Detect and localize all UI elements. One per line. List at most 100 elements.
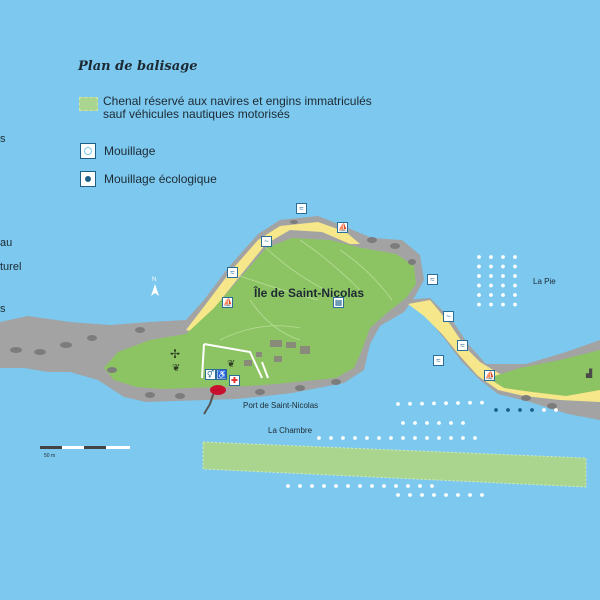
legend-mooring-eco-swatch — [80, 171, 96, 187]
mooring-buoy — [334, 484, 338, 488]
mooring-buoy — [513, 274, 517, 278]
place-port: Port de Saint-Nicolas — [243, 401, 319, 410]
mooring-buoy — [401, 421, 405, 425]
left-fragment-3: turel — [0, 261, 22, 273]
mooring-buoy — [477, 274, 481, 278]
mooring-buoy — [396, 402, 400, 406]
mooring-buoy — [444, 401, 448, 406]
picnic-icon: ❦ — [172, 363, 181, 374]
mooring-buoy — [477, 302, 481, 307]
legend-channel-text: Chenal réservé aux navires et engins imm… — [103, 95, 372, 121]
mooring-buoy — [449, 436, 453, 440]
mooring-buoy — [317, 436, 321, 440]
mooring-buoy — [432, 401, 436, 406]
mooring-buoy — [353, 436, 357, 440]
mooring-buoy — [456, 493, 460, 497]
wc-icon[interactable]: ⚥ — [205, 369, 216, 380]
mooring-buoy — [489, 293, 493, 297]
mooring-buoy — [506, 408, 510, 412]
mooring-layer — [286, 255, 558, 497]
mooring-buoy — [408, 401, 412, 406]
legend-channel-line1: Chenal réservé aux navires et engins imm… — [103, 94, 372, 108]
mooring-buoy — [420, 493, 424, 497]
mooring-buoy — [501, 302, 505, 307]
beach-activity-icon[interactable]: ≈ — [227, 267, 238, 278]
mooring-buoy — [418, 484, 422, 488]
pier — [203, 391, 215, 415]
mooring-buoy — [489, 274, 493, 278]
island-paths — [219, 239, 393, 341]
mooring-buoy — [554, 408, 558, 412]
mooring-buoy — [413, 436, 417, 440]
first-aid-icon[interactable]: ✚ — [229, 375, 240, 386]
mooring-buoy — [494, 408, 498, 412]
mooring-buoy — [542, 408, 546, 412]
building-icon: ▟ — [586, 369, 593, 378]
mooring-buoy — [286, 484, 290, 488]
svg-text:N: N — [152, 277, 156, 283]
mooring-buoy — [477, 264, 481, 269]
mooring-buoy — [346, 484, 350, 488]
beach-activity-icon[interactable]: ≈ — [433, 355, 444, 366]
legend-mooring-label: Mouillage — [104, 144, 156, 158]
mooring-buoy — [473, 436, 477, 440]
mooring-buoy — [425, 421, 429, 425]
mooring-buoy — [461, 421, 465, 425]
mooring-buoy — [401, 436, 405, 440]
mooring-buoy — [298, 484, 302, 488]
legend-channel-line2: sauf véhicules nautiques motorisés — [103, 107, 290, 121]
mooring-buoy — [513, 283, 517, 288]
mooring-buoy — [468, 400, 472, 405]
mooring-buoy — [501, 274, 505, 278]
swimmer-icon[interactable]: ~ — [443, 311, 454, 322]
island-beach — [186, 222, 360, 332]
mooring-buoy — [477, 293, 481, 297]
channel-zone — [202, 441, 587, 488]
mooring-buoy — [437, 436, 441, 440]
island-label: Île de Saint-Nicolas — [254, 286, 365, 300]
mooring-buoy — [468, 493, 472, 497]
mooring-buoy — [329, 436, 333, 440]
beach-activity-icon[interactable]: ≈ — [427, 274, 438, 285]
mooring-buoy — [382, 484, 386, 488]
scale-bar — [40, 446, 130, 449]
windsurf-icon[interactable]: ⛵ — [337, 222, 348, 233]
mooring-buoy — [501, 255, 505, 259]
buildings — [244, 340, 310, 366]
mooring-buoy — [358, 484, 362, 488]
windsurf-icon[interactable]: ⛵ — [484, 370, 495, 381]
picnic-icon: ❦ — [227, 359, 236, 370]
mooring-buoy — [310, 484, 314, 488]
right-island-grass — [488, 350, 600, 396]
beach-activity-icon[interactable]: ≈ — [457, 340, 468, 351]
mooring-buoy — [513, 255, 517, 259]
left-fragment-2: au — [0, 237, 13, 249]
mooring-buoy — [437, 421, 441, 425]
mooring-buoy — [420, 401, 424, 406]
accessibility-icon[interactable]: ♿ — [216, 369, 227, 380]
windsurf-icon[interactable]: ⛵ — [222, 297, 233, 308]
mooring-buoy — [396, 493, 400, 497]
mooring-buoy — [413, 421, 417, 425]
swimmer-icon[interactable]: ~ — [261, 236, 272, 247]
mooring-buoy — [341, 436, 345, 440]
legend-mooring-eco-label: Mouillage écologique — [104, 172, 217, 186]
mooring-buoy — [513, 302, 517, 307]
harbour-marker — [210, 385, 226, 395]
mooring-buoy — [432, 493, 436, 497]
picnic-area-icon[interactable]: ▦ — [333, 297, 344, 308]
mooring-buoy — [518, 408, 522, 412]
mooring-buoy — [530, 408, 534, 412]
rock-textures — [10, 220, 557, 409]
mooring-buoy — [444, 493, 448, 497]
mooring-buoy — [456, 401, 460, 405]
mooring-buoy — [489, 302, 493, 307]
legend-channel-swatch — [79, 97, 98, 111]
legend-mooring-swatch — [80, 143, 96, 159]
mooring-buoy — [513, 293, 517, 297]
left-fragment-4: s — [0, 303, 6, 315]
compass-north-icon: N — [151, 277, 159, 296]
beach-activity-icon[interactable]: ≈ — [296, 203, 307, 214]
